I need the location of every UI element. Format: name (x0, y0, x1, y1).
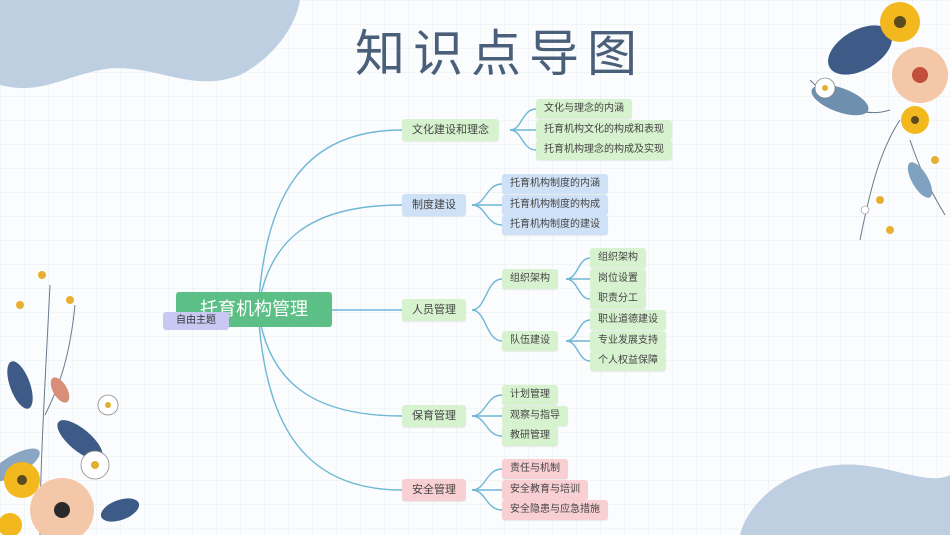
connector-root-system (257, 204, 403, 311)
corner-blob-bottom-right (740, 464, 950, 535)
topic-care-2[interactable]: 观察与指导 (502, 406, 568, 426)
connector-root-culture (257, 129, 403, 311)
topic-org-1[interactable]: 组织架构 (590, 248, 646, 268)
subtopic-org[interactable]: 组织架构 (502, 269, 558, 289)
topic-system-2[interactable]: 托育机构制度的构成 (502, 195, 608, 215)
flower-bouquet-top-right-icon (809, 2, 948, 241)
flower-bouquet-bottom-left-icon (0, 271, 140, 535)
topic-system-1[interactable]: 托育机构制度的内涵 (502, 174, 608, 194)
topic-culture-1[interactable]: 文化与理念的内涵 (536, 99, 632, 119)
topic-team-3[interactable]: 个人权益保障 (590, 351, 666, 371)
topic-culture-2[interactable]: 托育机构文化的构成和表现 (536, 120, 672, 140)
connector-root-care (257, 309, 403, 417)
topic-org-3[interactable]: 职责分工 (590, 289, 646, 309)
floating-topic[interactable]: 自由主题 (163, 312, 229, 330)
branch-staff[interactable]: 人员管理 (402, 299, 466, 321)
topic-care-3[interactable]: 教研管理 (502, 426, 558, 446)
topic-care-1[interactable]: 计划管理 (502, 385, 558, 405)
topic-safety-1[interactable]: 责任与机制 (502, 459, 568, 479)
branch-safety[interactable]: 安全管理 (402, 479, 466, 501)
topic-org-2[interactable]: 岗位设置 (590, 269, 646, 289)
topic-team-2[interactable]: 专业发展支持 (590, 331, 666, 351)
branch-care[interactable]: 保育管理 (402, 405, 466, 427)
corner-blob-top-left (0, 0, 300, 89)
topic-safety-2[interactable]: 安全教育与培训 (502, 480, 588, 500)
topic-safety-3[interactable]: 安全隐患与应急措施 (502, 500, 608, 520)
topic-team-1[interactable]: 职业道德建设 (590, 310, 666, 330)
branch-culture[interactable]: 文化建设和理念 (402, 119, 499, 141)
connector-root-safety (257, 309, 403, 491)
subtopic-team[interactable]: 队伍建设 (502, 331, 558, 351)
topic-system-3[interactable]: 托育机构制度的建设 (502, 215, 608, 235)
page-title: 知识点导图 (355, 25, 645, 83)
topic-culture-3[interactable]: 托育机构理念的构成及实现 (536, 140, 672, 160)
branch-system[interactable]: 制度建设 (402, 194, 466, 216)
